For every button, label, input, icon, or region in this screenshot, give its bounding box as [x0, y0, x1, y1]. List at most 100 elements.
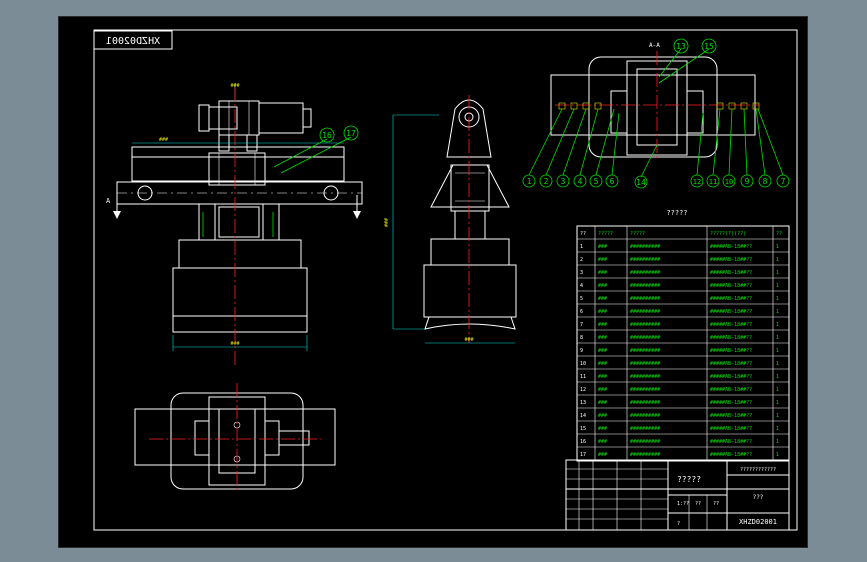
balloons-right: 12 11 10 9 8 7: [690, 108, 790, 188]
parts-cell: 1: [776, 452, 779, 458]
parts-cell: 2: [580, 257, 583, 263]
balloon-17: 17: [346, 129, 356, 138]
title-cell-4: ?: [677, 521, 680, 527]
parts-header-cell: ?????(?)(??): [710, 231, 746, 237]
parts-cell: #####AB-18##??: [710, 335, 752, 341]
parts-cell: ##########: [630, 361, 660, 367]
parts-cell: #####AB-18##??: [710, 322, 752, 328]
parts-cell: #####AB-18##??: [710, 387, 752, 393]
parts-cell: 3: [580, 270, 583, 276]
dim-front-bottom: ###: [230, 341, 239, 347]
parts-cell: ##########: [630, 374, 660, 380]
title-cell-scale: 1:??: [677, 501, 689, 507]
title-name: ?????: [677, 475, 701, 484]
title-block: ????? ???????????? ??? XHZD02001 1:?? ??…: [565, 459, 790, 531]
parts-cell: #####AB-18##??: [710, 296, 752, 302]
parts-cell: 1: [776, 361, 779, 367]
parts-cell: 12: [580, 387, 586, 393]
title-cell-2: ??: [695, 501, 701, 507]
title-company: ????????????: [740, 467, 776, 473]
parts-cell: 1: [776, 296, 779, 302]
parts-cell: ##########: [630, 296, 660, 302]
top-view: [134, 383, 336, 491]
parts-cell: 1: [776, 400, 779, 406]
parts-cell: 8: [580, 335, 583, 341]
parts-cell: ###: [598, 309, 607, 315]
parts-cell: #####AB-18##??: [710, 309, 752, 315]
parts-cell: ###: [598, 257, 607, 263]
mirrored-code: XHZD02001: [106, 36, 160, 47]
parts-cell: ###: [598, 270, 607, 276]
parts-cell: ###: [598, 348, 607, 354]
parts-cell: #####AB-18##??: [710, 244, 752, 250]
balloon-4: 4: [578, 177, 583, 186]
dim-side-height: ###: [384, 218, 390, 227]
parts-cell: 1: [776, 413, 779, 419]
balloon-7: 7: [781, 177, 786, 186]
parts-cell: ###: [598, 387, 607, 393]
balloons-mid: 14: [634, 144, 658, 189]
parts-cell: ###: [598, 335, 607, 341]
parts-cell: 16: [580, 439, 586, 445]
balloons-left: 1 2 3 4 5 6: [522, 108, 620, 188]
side-view: ### ###: [384, 95, 517, 344]
parts-cell: ###: [598, 283, 607, 289]
balloon-11: 11: [709, 178, 717, 186]
parts-cell: #####AB-18##??: [710, 400, 752, 406]
parts-table-title: ?????: [666, 209, 687, 217]
view-mark-a: A: [106, 197, 111, 205]
cad-canvas: XHZD02001 A: [93, 29, 798, 531]
parts-cell: 1: [776, 270, 779, 276]
dim-front-upper: ###: [230, 83, 239, 89]
parts-cell: ##########: [630, 439, 660, 445]
title-assembly: ???: [753, 494, 764, 501]
title-cell-3: ??: [713, 501, 719, 507]
balloon-6: 6: [610, 177, 615, 186]
parts-cell: 1: [580, 244, 583, 250]
parts-cell: ##########: [630, 335, 660, 341]
parts-cell: 4: [580, 283, 583, 289]
parts-cell: 1: [776, 257, 779, 263]
balloon-8: 8: [763, 177, 768, 186]
parts-cell: ###: [598, 452, 607, 458]
parts-cell: ###: [598, 244, 607, 250]
parts-cell: #####AB-18##??: [710, 413, 752, 419]
code-tag: XHZD02001: [93, 30, 173, 50]
parts-cell: 1: [776, 283, 779, 289]
parts-cell: ###: [598, 361, 607, 367]
parts-cell: 1: [776, 244, 779, 250]
parts-cell: ##########: [630, 387, 660, 393]
balloon-14: 14: [636, 178, 646, 187]
parts-cell: 1: [776, 335, 779, 341]
balloon-5: 5: [594, 177, 599, 186]
section-label: A-A: [649, 42, 660, 49]
parts-header-cell: ?????: [630, 231, 645, 237]
parts-cell: ###: [598, 426, 607, 432]
parts-cell: ##########: [630, 400, 660, 406]
parts-cell: 1: [776, 426, 779, 432]
parts-cell: ###: [598, 296, 607, 302]
dim-front-top: ###: [159, 137, 168, 143]
parts-cell: ##########: [630, 309, 660, 315]
parts-cell: ##########: [630, 244, 660, 250]
parts-cell: #####AB-18##??: [710, 374, 752, 380]
title-code: XHZD02001: [739, 518, 777, 526]
parts-cell: ###: [598, 439, 607, 445]
parts-cell: 11: [580, 374, 586, 380]
parts-cell: 1: [776, 439, 779, 445]
parts-cell: ##########: [630, 257, 660, 263]
parts-cell: 10: [580, 361, 586, 367]
parts-cell: #####AB-18##??: [710, 348, 752, 354]
parts-cell: 15: [580, 426, 586, 432]
parts-cell: #####AB-18##??: [710, 283, 752, 289]
balloon-13: 13: [676, 42, 686, 51]
section-a-a: A-A 13 15 1 2: [522, 38, 790, 189]
parts-cell: ##########: [630, 322, 660, 328]
balloon-9: 9: [745, 177, 750, 186]
parts-cell: #####AB-18##??: [710, 270, 752, 276]
parts-cell: 13: [580, 400, 586, 406]
front-view: A ### ### ### 16 17: [106, 83, 363, 367]
parts-cell: 5: [580, 296, 583, 302]
parts-cell: 6: [580, 309, 583, 315]
balloon-10: 10: [725, 178, 733, 186]
